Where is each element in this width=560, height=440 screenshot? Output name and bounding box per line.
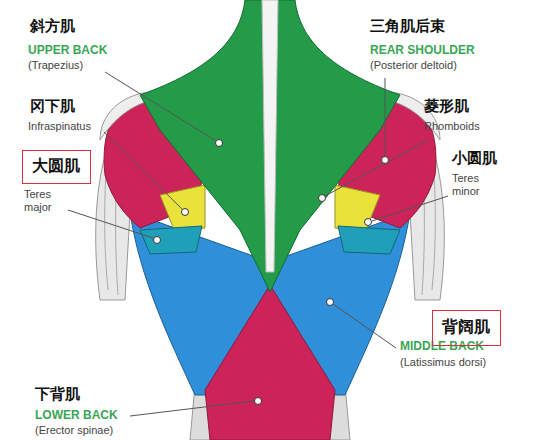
muscle-name-cn: 小圆肌 xyxy=(452,150,497,167)
region-heading: UPPER BACK xyxy=(28,44,107,58)
muscle-name-cn: 大圆肌 xyxy=(32,157,80,175)
muscle-name-en: Teres minor xyxy=(452,172,494,197)
right-teres-minor xyxy=(335,185,380,232)
marker-dot xyxy=(255,398,262,405)
muscle-name-en: Rhomboids xyxy=(424,120,480,133)
spine xyxy=(262,0,278,272)
right-teres-major xyxy=(338,226,400,254)
leader-lines xyxy=(68,72,448,416)
marker-dot xyxy=(365,219,372,226)
leader-line xyxy=(385,78,386,156)
muscle-name-cn: 下背肌 xyxy=(35,386,80,403)
region-heading: MIDDLE BACK xyxy=(400,340,484,354)
highlight-box: 背阔肌 xyxy=(432,310,501,346)
marker-dot xyxy=(327,299,334,306)
marker-dot xyxy=(182,209,189,216)
muscle-name-en: (Erector spinae) xyxy=(35,424,113,437)
marker-dot xyxy=(216,140,223,147)
muscle-dots xyxy=(154,140,389,405)
leader-line xyxy=(68,210,153,238)
leader-line xyxy=(130,401,254,416)
leader-line xyxy=(104,132,182,209)
muscle-name-cn: 斜方肌 xyxy=(30,18,75,35)
marker-dot xyxy=(382,157,389,164)
highlight-box: 大圆肌 xyxy=(22,150,91,184)
muscle-name-en: (Latissimus dorsi) xyxy=(400,356,486,369)
muscle-name-cn: 菱形肌 xyxy=(424,98,469,115)
muscle-name-en: (Posterior deltoid) xyxy=(370,59,457,72)
region-heading: REAR SHOULDER xyxy=(370,44,475,58)
muscle-name-cn: 背阔肌 xyxy=(442,318,490,336)
leader-line xyxy=(325,140,428,196)
left-teres-major xyxy=(140,226,202,254)
region-heading: LOWER BACK xyxy=(35,409,118,423)
muscle-name-en: (Trapezius) xyxy=(28,59,83,72)
leader-line xyxy=(333,304,396,348)
muscle-name-cn: 冈下肌 xyxy=(30,98,75,115)
leader-line xyxy=(105,72,216,141)
muscle-name-en: Infraspinatus xyxy=(28,120,91,133)
trapezius xyxy=(140,0,400,292)
left-teres-minor xyxy=(160,185,205,232)
muscle-name-cn: 三角肌后束 xyxy=(370,18,445,35)
erector-spinae xyxy=(205,285,335,440)
marker-dot xyxy=(319,195,326,202)
muscle-name-en: Teres major xyxy=(24,188,66,213)
leader-line xyxy=(372,196,448,221)
marker-dot xyxy=(154,237,161,244)
